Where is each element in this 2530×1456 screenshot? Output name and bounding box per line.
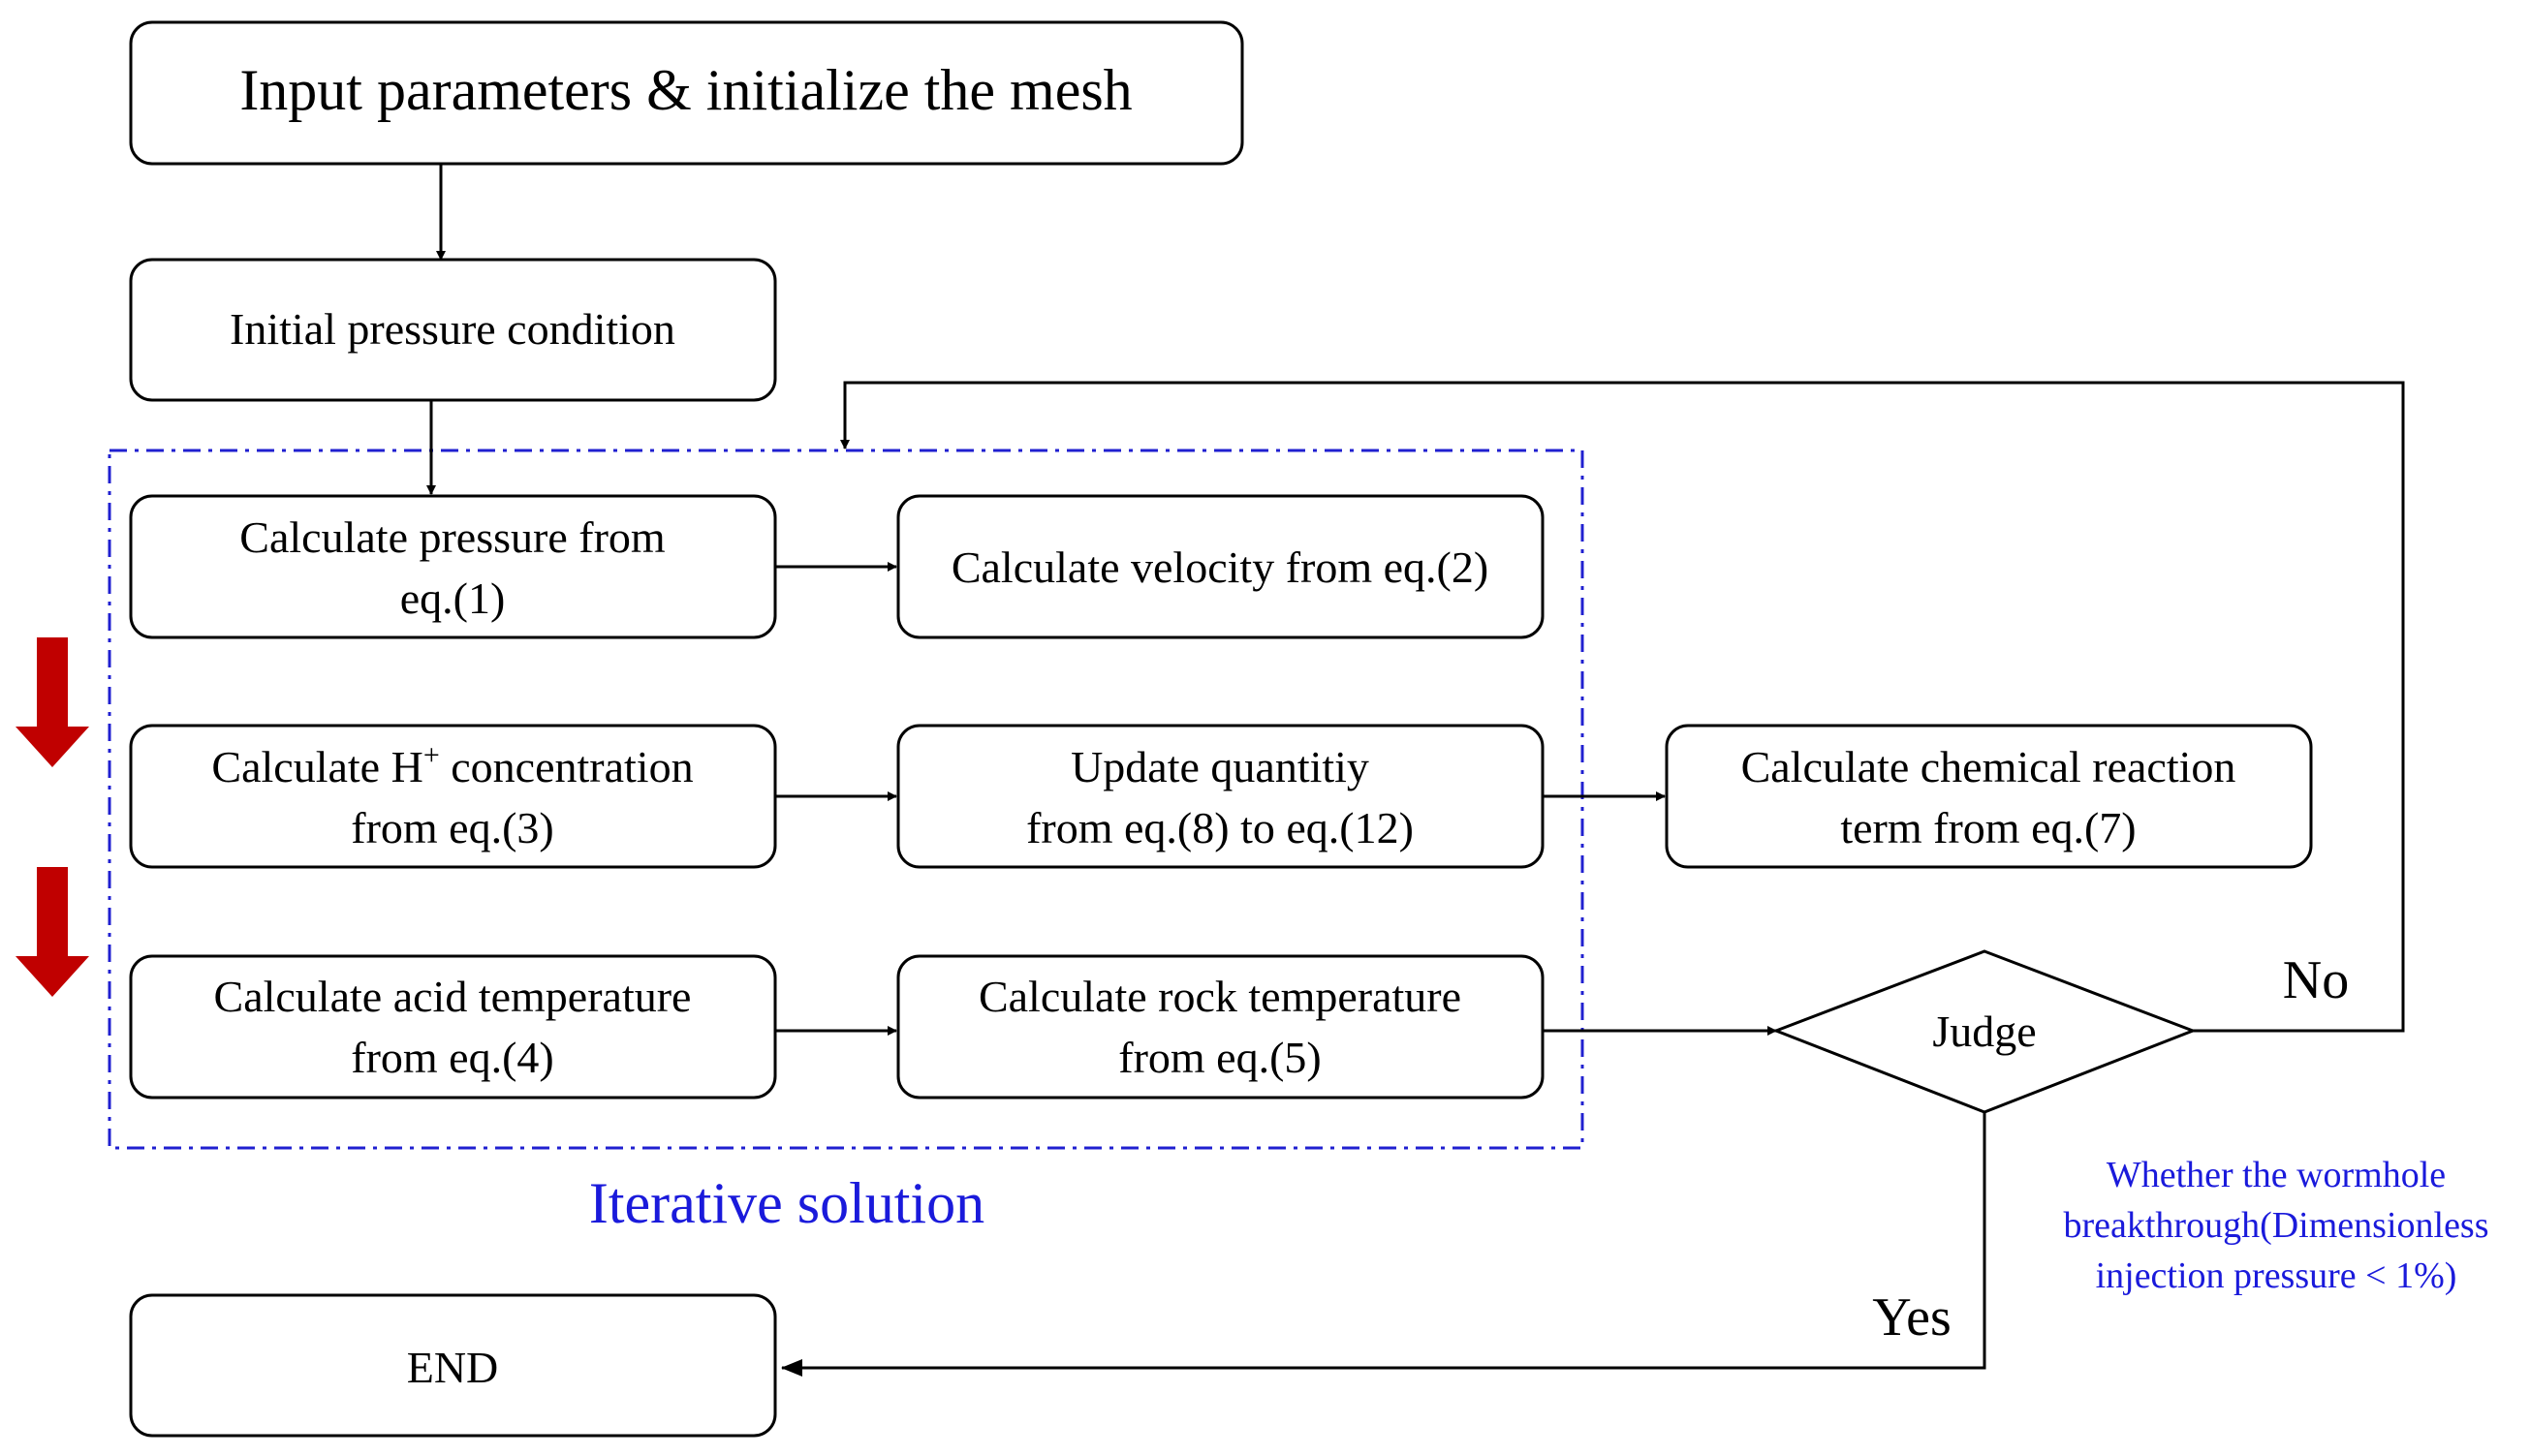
calc-pressure-line2: eq.(1) [400,573,506,623]
update-quantity-box: Update quantitiy from eq.(8) to eq.(12) [896,724,1545,869]
calc-h-concentration-box: Calculate H+ concentration from eq.(3) [129,724,777,869]
acid-temperature-line1: Calculate acid temperature [214,972,692,1021]
initial-pressure-label: Initial pressure condition [230,304,675,354]
calc-pressure-box: Calculate pressure from eq.(1) [129,494,777,639]
iterative-solution-label: Iterative solution [589,1171,984,1235]
judge-label: Judge [1932,1007,2036,1056]
condition-line3: injection pressure < 1%) [2096,1255,2457,1296]
end-box: END [129,1293,777,1438]
calc-pressure-line1: Calculate pressure from [239,512,666,562]
connectors [426,163,2405,1377]
red-down-arrow-icon [16,867,89,997]
calc-velocity-box: Calculate velocity from eq.(2) [896,494,1545,639]
calc-velocity-label: Calculate velocity from eq.(2) [952,542,1488,592]
update-quantity-line1: Update quantitiy [1071,742,1369,791]
acid-temperature-line2: from eq.(4) [351,1033,553,1082]
chem-reaction-line1: Calculate chemical reaction [1741,742,2236,791]
red-down-arrow-icon [16,637,89,767]
arrow-no-loop [840,381,2405,1033]
condition-line2: breakthrough(Dimensionless [2063,1205,2488,1246]
end-label: END [407,1343,499,1392]
arrow-yes-to-end [781,1112,1986,1377]
judge-diamond: Judge [1771,949,2198,1114]
input-parameters-box: Input parameters & initialize the mesh [129,20,1244,166]
acid-temperature-box: Calculate acid temperature from eq.(4) [129,954,777,1100]
condition-line1: Whether the wormhole [2107,1155,2446,1195]
update-quantity-line2: from eq.(8) to eq.(12) [1026,803,1414,852]
rock-temperature-line1: Calculate rock temperature [979,972,1461,1021]
iterative-solution-frame [108,449,1584,1150]
rock-temperature-line2: from eq.(5) [1118,1033,1321,1082]
yes-label: Yes [1872,1287,1951,1348]
rock-temperature-box: Calculate rock temperature from eq.(5) [896,954,1545,1100]
initial-pressure-box: Initial pressure condition [129,258,777,402]
input-parameters-label: Input parameters & initialize the mesh [239,58,1132,122]
chem-reaction-line2: term from eq.(7) [1840,803,2136,852]
chem-reaction-box: Calculate chemical reaction term from eq… [1665,724,2313,869]
calc-h-line2: from eq.(3) [351,803,553,852]
calc-h-line1: Calculate H+ concentration [211,739,693,791]
no-label: No [2283,950,2349,1010]
